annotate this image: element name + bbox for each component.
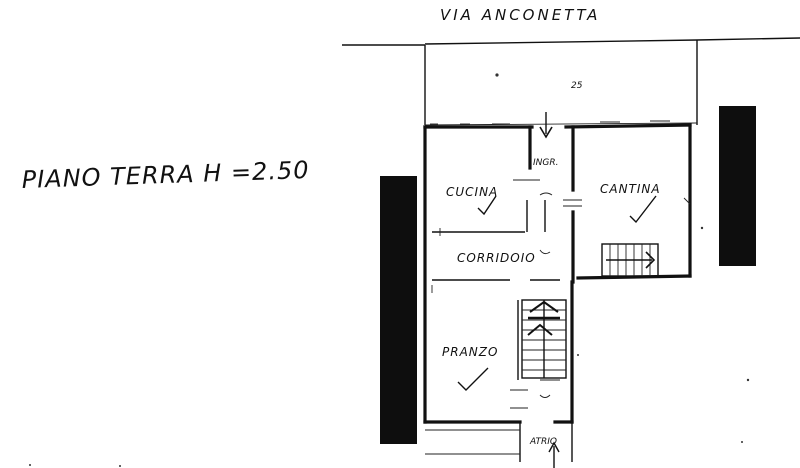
left-black-block (380, 176, 417, 444)
room-label-ingresso: INGR. (533, 158, 558, 168)
room-label-cucina: CUCINA (446, 185, 498, 199)
exterior-walls (423, 120, 692, 462)
check-marks (457, 195, 657, 391)
door-marks (431, 179, 691, 409)
atrio-arrow (548, 441, 560, 468)
room-label-atrio: ATRIO (529, 437, 557, 447)
floor-label: PIANO TERRA H =2.50 (21, 156, 310, 194)
entry-arrow (539, 112, 553, 139)
area-number: 25 (571, 81, 583, 91)
interior-walls (432, 125, 560, 381)
cantina-staircase (601, 243, 659, 277)
scan-specks (29, 73, 750, 467)
main-staircase (521, 299, 567, 379)
street-label: VIA ANCONETTA (440, 6, 600, 24)
room-label-cantina: CANTINA (600, 182, 661, 196)
room-label-pranzo: PRANZO (442, 345, 498, 359)
room-label-corridoio: CORRIDOIO (457, 251, 536, 265)
right-black-block (719, 106, 756, 266)
site-outline (342, 37, 800, 126)
